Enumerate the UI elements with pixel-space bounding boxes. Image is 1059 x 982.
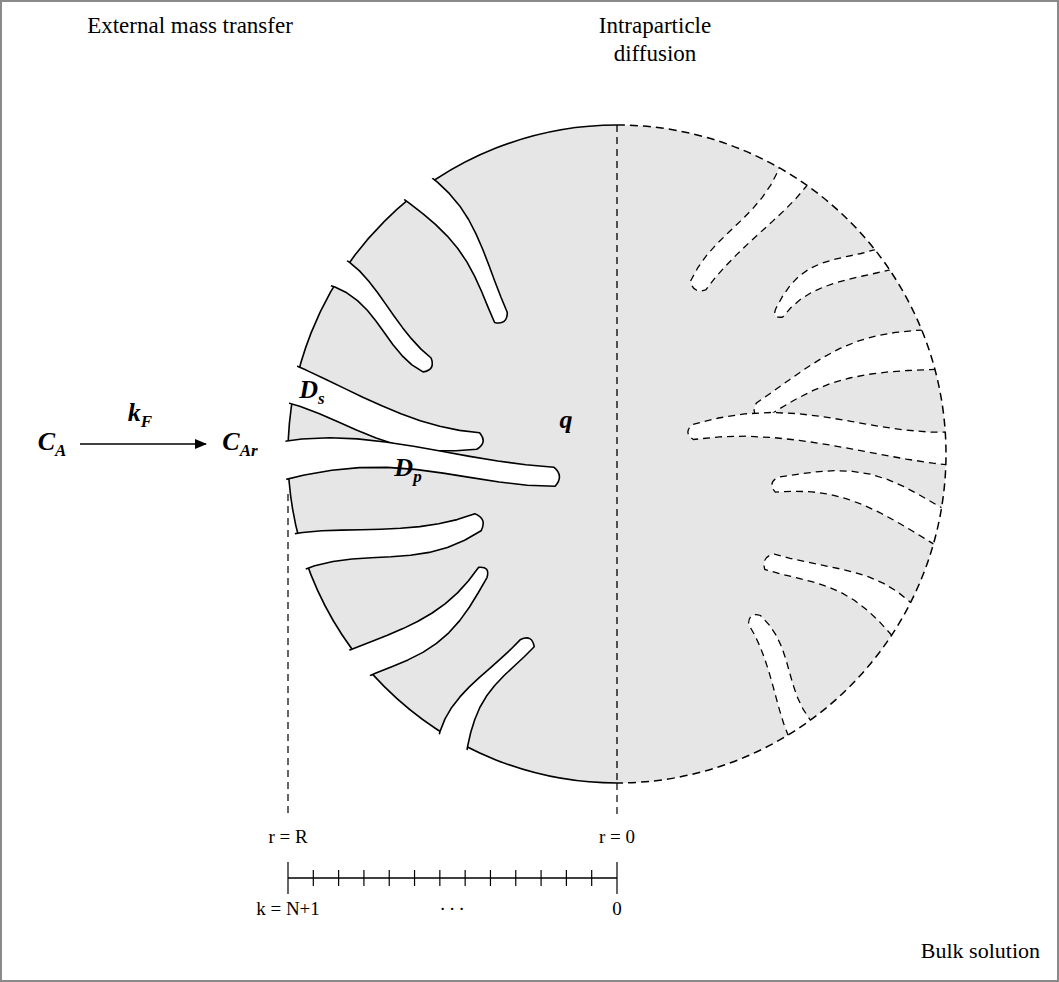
ellipsis: . . . [440,893,464,916]
pore-dashed [749,615,819,747]
loading-symbol: q [560,404,573,435]
radius-label: r = 0 [599,826,635,849]
concentration-symbol: CA [38,426,67,461]
scale-tick [363,870,364,886]
diffusivity-symbol: Dp [394,452,421,487]
scale-tick [439,870,440,886]
radius-label: r = R [268,826,307,849]
node-index: 0 [612,898,622,921]
scale-tick [591,870,592,886]
pore [322,255,432,372]
pore [396,172,507,323]
scale-tick [540,870,541,886]
diffusivity-symbol: Ds [299,374,324,409]
region-label: Bulk solution [921,938,1040,964]
region-heading: Intraparticle diffusion [565,12,745,67]
pore-dashed [754,329,948,420]
pore [280,362,483,451]
pore-dashed [688,413,960,467]
pore [284,514,483,573]
concentration-symbol: CAr [222,426,257,461]
mass-transfer-arrow [80,443,206,445]
scale-tick [313,870,314,886]
particle-right-outline [617,125,946,783]
pore-dashed [772,471,953,551]
node-index: k = N+1 [256,898,320,921]
grid-scale [288,862,617,894]
scale-tick [616,862,617,894]
pore [437,638,535,760]
region-heading: External mass transfer [80,12,300,40]
scale-tick [566,870,567,886]
pore-dashed [775,245,903,317]
pore-dashed [691,157,815,291]
scale-tick [414,870,415,886]
pore [274,438,559,487]
surface-dashed-line [287,494,288,818]
scale-tick [338,870,339,886]
pore [340,567,488,679]
scale-tick [389,870,390,886]
scale-tick [465,870,466,886]
pore-dashed [764,554,920,645]
scale-tick [515,870,516,886]
scale-tick [287,862,288,894]
center-dashed-line [616,125,617,783]
coefficient-symbol: kF [128,397,152,432]
scale-tick [490,870,491,886]
center-dashed-extension [616,783,617,818]
